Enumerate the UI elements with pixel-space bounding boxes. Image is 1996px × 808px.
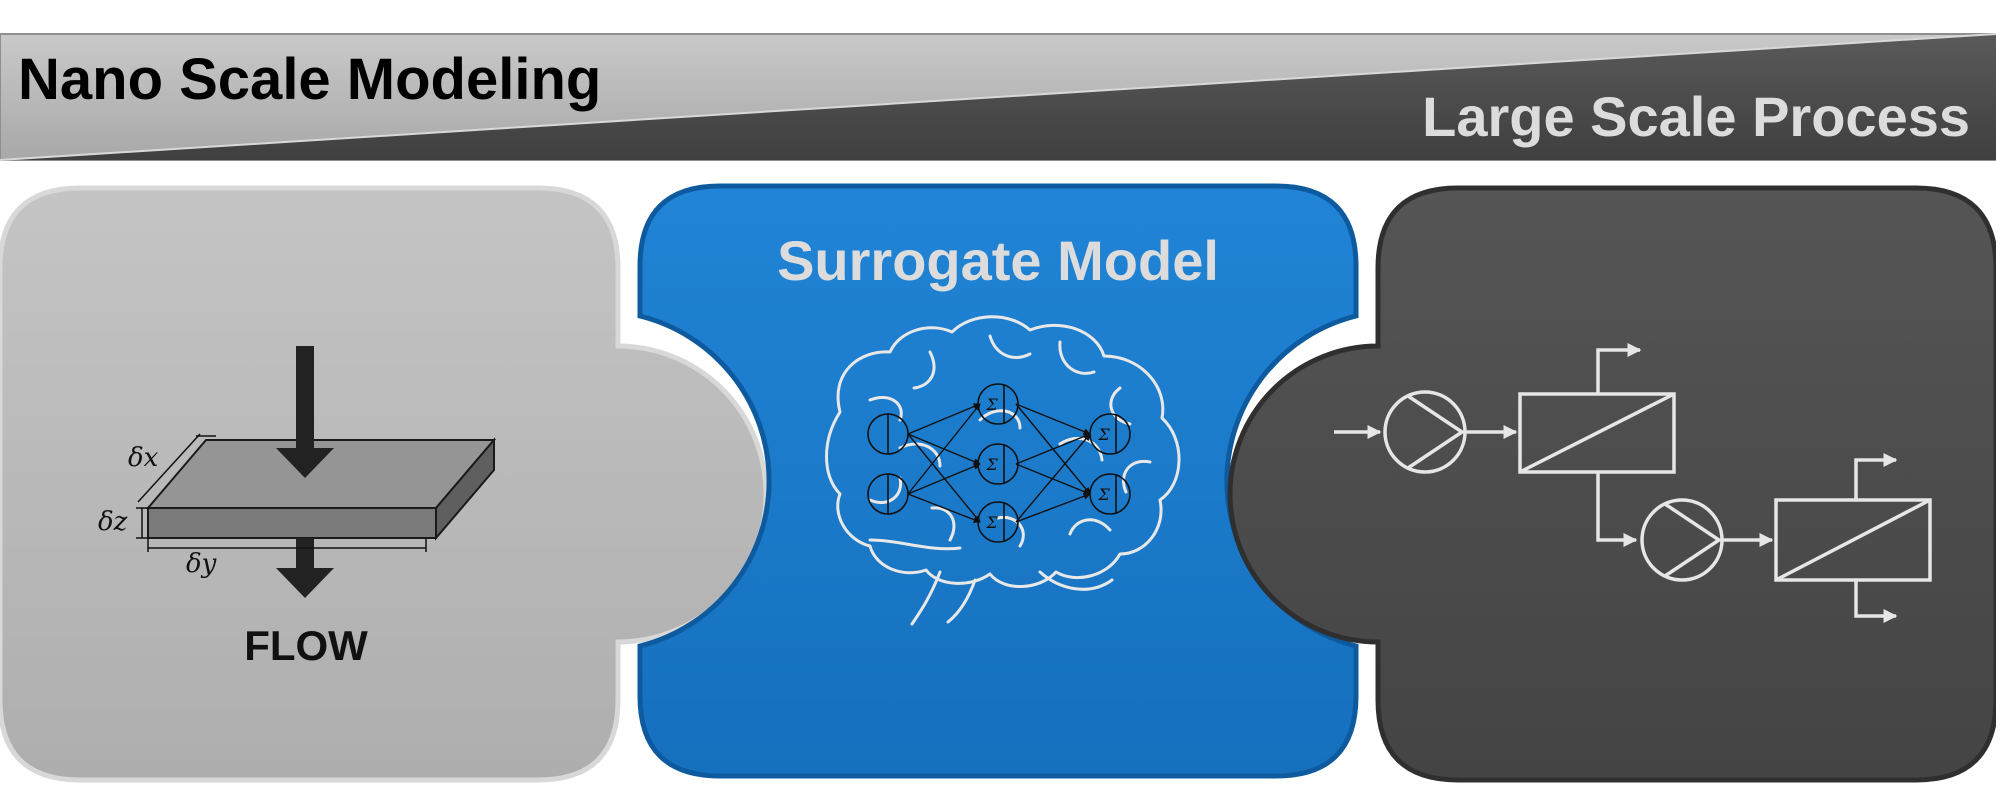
dz-label: δz xyxy=(98,507,128,537)
brain-network-icon xyxy=(825,315,1181,626)
flow-label: FLOW xyxy=(244,622,368,669)
hidden-neuron-3 xyxy=(977,501,1019,543)
surrogate-title: Surrogate Model xyxy=(777,229,1219,292)
scale-banner: Nano Scale Modeling Large Scale Process xyxy=(0,33,1996,161)
sigma-symbol: Σ xyxy=(985,395,998,414)
sigma-symbol: Σ xyxy=(1097,485,1110,504)
neural-network-icon: Σ Σ Σ Σ Σ xyxy=(867,383,1131,543)
sigma-symbol: Σ xyxy=(985,455,998,474)
flow-arrow-out-icon xyxy=(276,538,334,598)
membrane-slab-icon: δx δz δy FLOW xyxy=(98,346,497,669)
dx-label: δx xyxy=(128,443,159,473)
sigma-symbol: Σ xyxy=(985,513,998,532)
hidden-neuron-2 xyxy=(977,443,1019,485)
dy-label: δy xyxy=(186,549,217,579)
surrogate-panel: Surrogate Model xyxy=(637,183,1359,779)
hidden-neuron-1 xyxy=(977,383,1019,425)
flow-arrow-in-icon xyxy=(276,346,334,478)
process-flowsheet-icon xyxy=(1334,343,1932,623)
output-neuron-2 xyxy=(1089,473,1131,515)
membrane-unit-icon xyxy=(1774,498,1932,582)
large-scale-title: Large Scale Process xyxy=(1422,85,1970,148)
sigma-symbol: Σ xyxy=(1097,425,1110,444)
output-neuron-1 xyxy=(1089,413,1131,455)
nano-scale-title: Nano Scale Modeling xyxy=(18,47,601,112)
